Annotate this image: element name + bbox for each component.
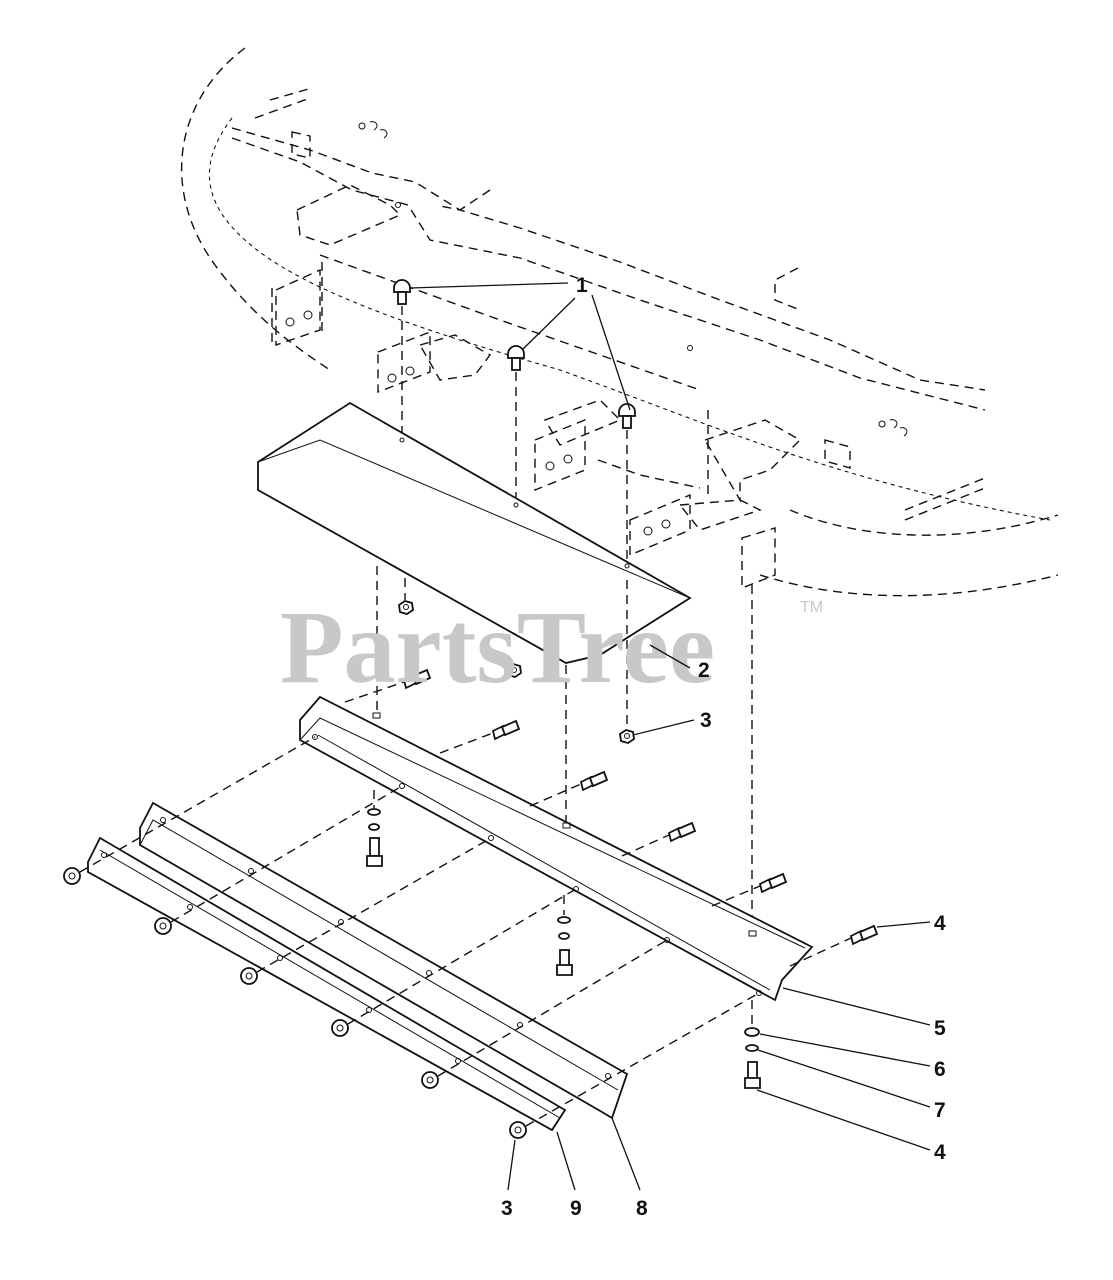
- hex-nut: [398, 600, 414, 615]
- flange-nut: [154, 917, 172, 935]
- callout-4-lower: 4: [934, 1141, 946, 1164]
- callout-1: 1: [576, 274, 588, 297]
- bolt-washer-stack: [556, 895, 573, 976]
- hex-nut: [619, 729, 635, 744]
- bolt-washer-stack: [744, 1027, 761, 1089]
- callout-6: 6: [934, 1058, 946, 1081]
- deflector-plate: [257, 401, 692, 664]
- bolt-washer-stack: [366, 790, 383, 867]
- flap-strip: [87, 836, 567, 1132]
- flat-washer: [744, 1027, 760, 1037]
- callout-4-upper: 4: [934, 912, 946, 935]
- hex-nut: [506, 663, 522, 678]
- callout-8: 8: [636, 1197, 648, 1220]
- lock-washer: [745, 1044, 759, 1052]
- callout-2: 2: [698, 659, 710, 682]
- flange-nut-group: [63, 736, 760, 1139]
- hex-bolt: [402, 668, 432, 690]
- alignment-lines: [376, 566, 753, 1030]
- flange-nut: [509, 1121, 527, 1139]
- flange-nut: [421, 1071, 439, 1089]
- carriage-bolt: [393, 279, 411, 305]
- bolt-washer-stack-group: [366, 790, 761, 1089]
- hex-bolt: [667, 821, 697, 843]
- hex-bolt: [491, 719, 521, 741]
- flange-nut: [331, 1019, 349, 1037]
- carriage-bolt: [618, 403, 636, 429]
- carriage-bolt: [507, 345, 525, 371]
- watermark: PartsTree TM: [280, 590, 823, 705]
- flange-nut: [240, 967, 258, 985]
- hex-bolt: [579, 770, 609, 792]
- callout-9: 9: [570, 1197, 582, 1220]
- callout-3-lower: 3: [501, 1197, 513, 1220]
- deflector-bracket: [299, 695, 814, 1002]
- hex-nut-group: [398, 578, 635, 744]
- callout-7: 7: [934, 1099, 946, 1122]
- flange-nut: [63, 867, 81, 885]
- carriage-bolt-group: [393, 279, 636, 565]
- mower-deck-outline: [180, 47, 1059, 597]
- callout-labels: 1 2 3 4 5 6 7 4 3 9 8: [501, 274, 946, 1220]
- hex-bolt-group: [344, 668, 879, 967]
- callout-3-upper: 3: [700, 709, 712, 732]
- leader-lines: [409, 282, 931, 1191]
- trademark-mark: TM: [800, 599, 823, 616]
- hex-bolt: [758, 872, 788, 894]
- watermark-text: PartsTree: [280, 590, 715, 705]
- hex-bolt: [849, 924, 879, 946]
- callout-5: 5: [934, 1017, 946, 1040]
